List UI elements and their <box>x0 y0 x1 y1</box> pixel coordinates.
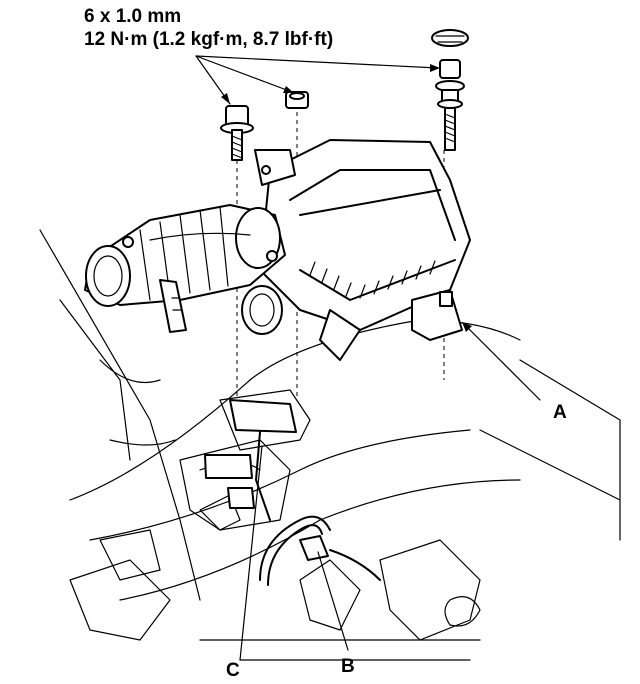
callout-labels: A B C <box>226 402 567 681</box>
fastener-bolt-right <box>431 29 469 151</box>
spec-leader-arrows <box>195 55 440 105</box>
throttle-body-opening <box>241 285 283 335</box>
callout-b-label: B <box>341 656 355 677</box>
callout-a-label: A <box>553 402 567 423</box>
breather-hose <box>259 515 381 586</box>
connector-c <box>204 399 297 521</box>
torque-specification: 6 x 1.0 mm 12 N·m (1.2 kgf·m, 8.7 lbf·ft… <box>84 6 333 50</box>
callout-leaders <box>239 322 541 661</box>
fastener-nut-center <box>285 91 309 109</box>
bolt-size-label: 6 x 1.0 mm <box>84 6 181 27</box>
air-intake-duct <box>84 204 286 333</box>
fastener-bolt-left <box>220 105 254 161</box>
air-cleaner-housing <box>254 139 471 361</box>
callout-c-label: C <box>226 660 240 681</box>
torque-value-label: 12 N·m (1.2 kgf·m, 8.7 lbf·ft) <box>84 29 333 50</box>
